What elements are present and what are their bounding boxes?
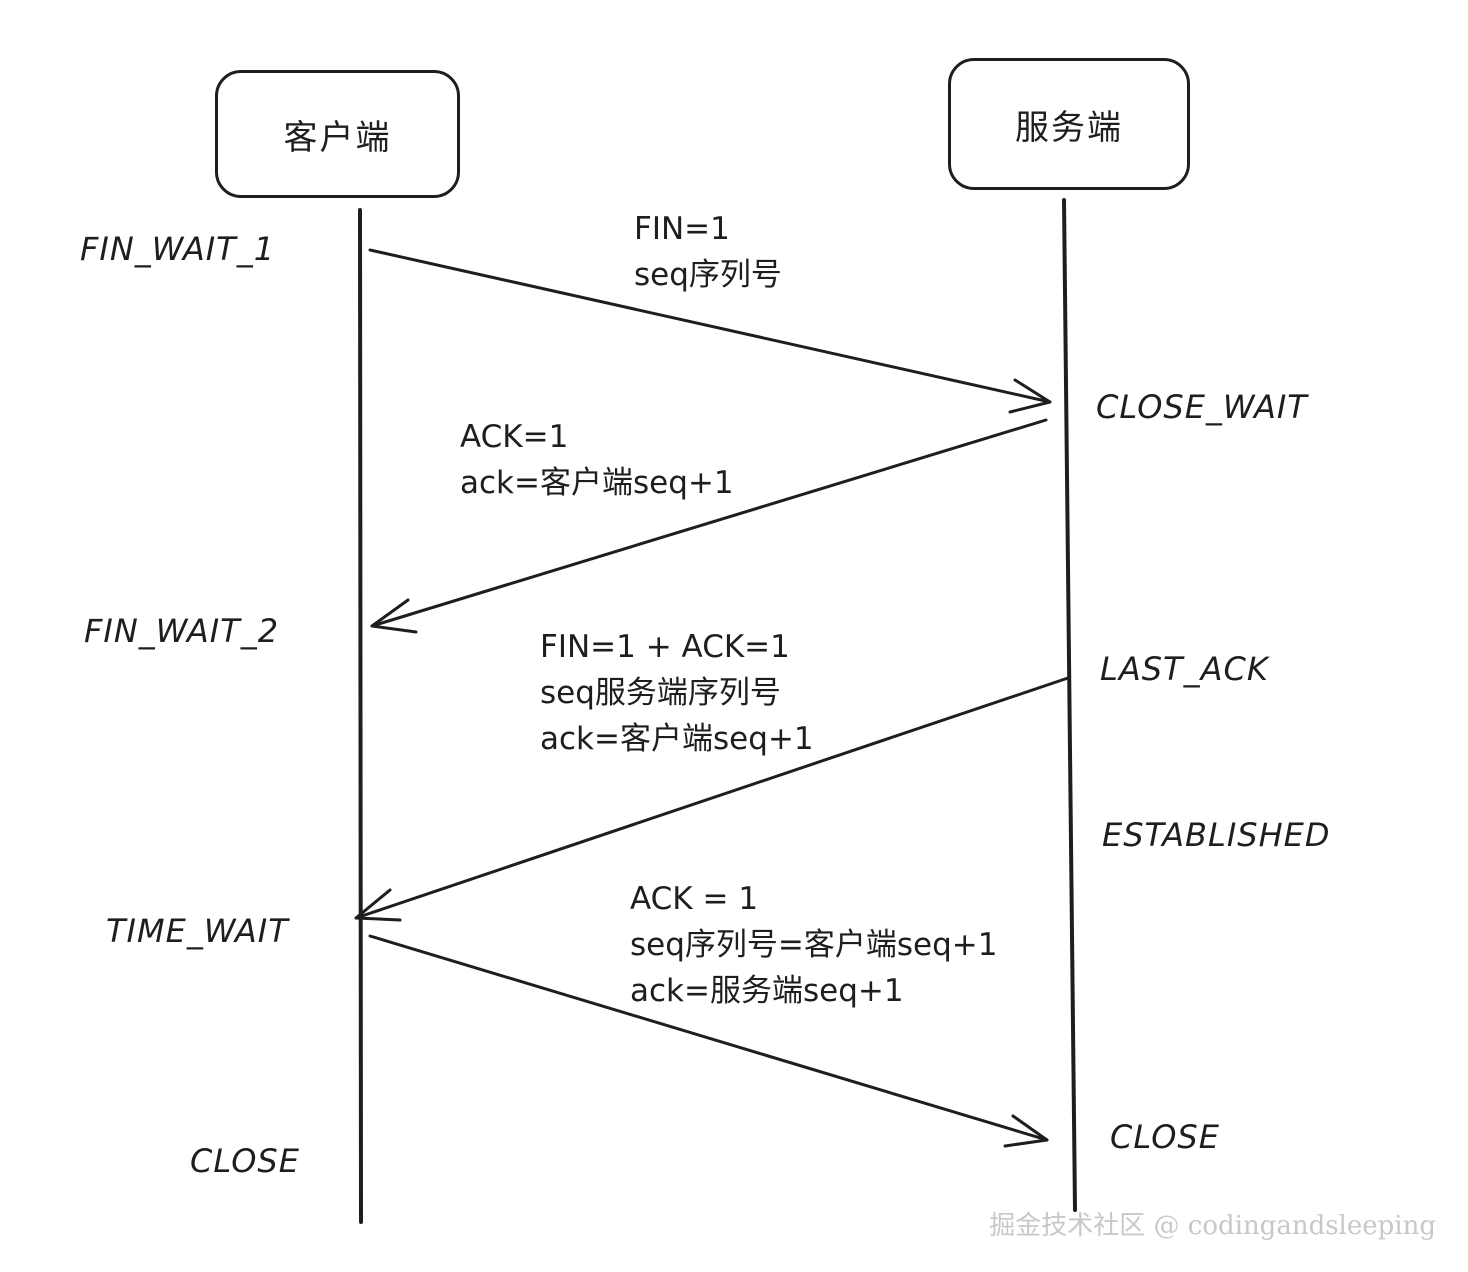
state-server-established: ESTABLISHED: [1102, 816, 1331, 854]
state-client-close: CLOSE: [190, 1142, 300, 1180]
message-label-ack: ACK=1 ack=客户端seq+1: [460, 414, 734, 506]
state-server-close-wait: CLOSE_WAIT: [1096, 388, 1308, 426]
state-server-last-ack: LAST_ACK: [1100, 650, 1269, 688]
server-box: 服务端: [948, 58, 1190, 190]
server-title: 服务端: [1015, 107, 1123, 148]
message-fin-line-2: seq序列号: [634, 257, 782, 293]
message-final-ack-line-3: ack=服务端seq+1: [630, 973, 904, 1009]
message-fin-line-1: FIN=1: [634, 211, 730, 247]
message-finack-line-1: FIN=1 + ACK=1: [540, 629, 790, 665]
client-box: 客户端: [215, 70, 460, 198]
watermark: 掘金技术社区 @ codingandsleeping: [989, 1211, 1436, 1241]
arrowhead-final-ack-client-to-server: [1003, 1114, 1049, 1148]
state-client-fin-wait-1: FIN_WAIT_1: [80, 230, 276, 268]
message-label-finack: FIN=1 + ACK=1 seq服务端序列号 ack=客户端seq+1: [540, 624, 814, 762]
arrow-fin-client-to-server: [368, 248, 1052, 404]
server-lifeline: [1062, 198, 1077, 1212]
client-title: 客户端: [283, 117, 392, 158]
message-ack-line-2: ack=客户端seq+1: [460, 465, 734, 501]
arrow-ack-server-to-client: [370, 418, 1048, 628]
message-label-final-ack: ACK = 1 seq序列号=客户端seq+1 ack=服务端seq+1: [630, 876, 997, 1014]
message-finack-line-3: ack=客户端seq+1: [540, 721, 814, 757]
arrowhead-fin-client-to-server: [1008, 378, 1052, 414]
message-final-ack-line-1: ACK = 1: [630, 881, 759, 917]
arrow-finack-server-to-client: [354, 676, 1070, 920]
message-final-ack-line-2: seq序列号=客户端seq+1: [630, 927, 998, 963]
state-client-time-wait: TIME_WAIT: [106, 912, 289, 950]
message-label-fin: FIN=1 seq序列号: [634, 206, 782, 298]
state-client-fin-wait-2: FIN_WAIT_2: [84, 612, 280, 650]
message-finack-line-2: seq服务端序列号: [540, 675, 781, 711]
client-lifeline: [357, 208, 363, 1224]
arrowhead-finack-server-to-client: [354, 888, 402, 922]
arrowhead-ack-server-to-client: [370, 598, 418, 634]
arrow-final-ack-client-to-server: [368, 934, 1049, 1142]
state-server-close: CLOSE: [1110, 1118, 1220, 1156]
message-ack-line-1: ACK=1: [460, 419, 569, 455]
